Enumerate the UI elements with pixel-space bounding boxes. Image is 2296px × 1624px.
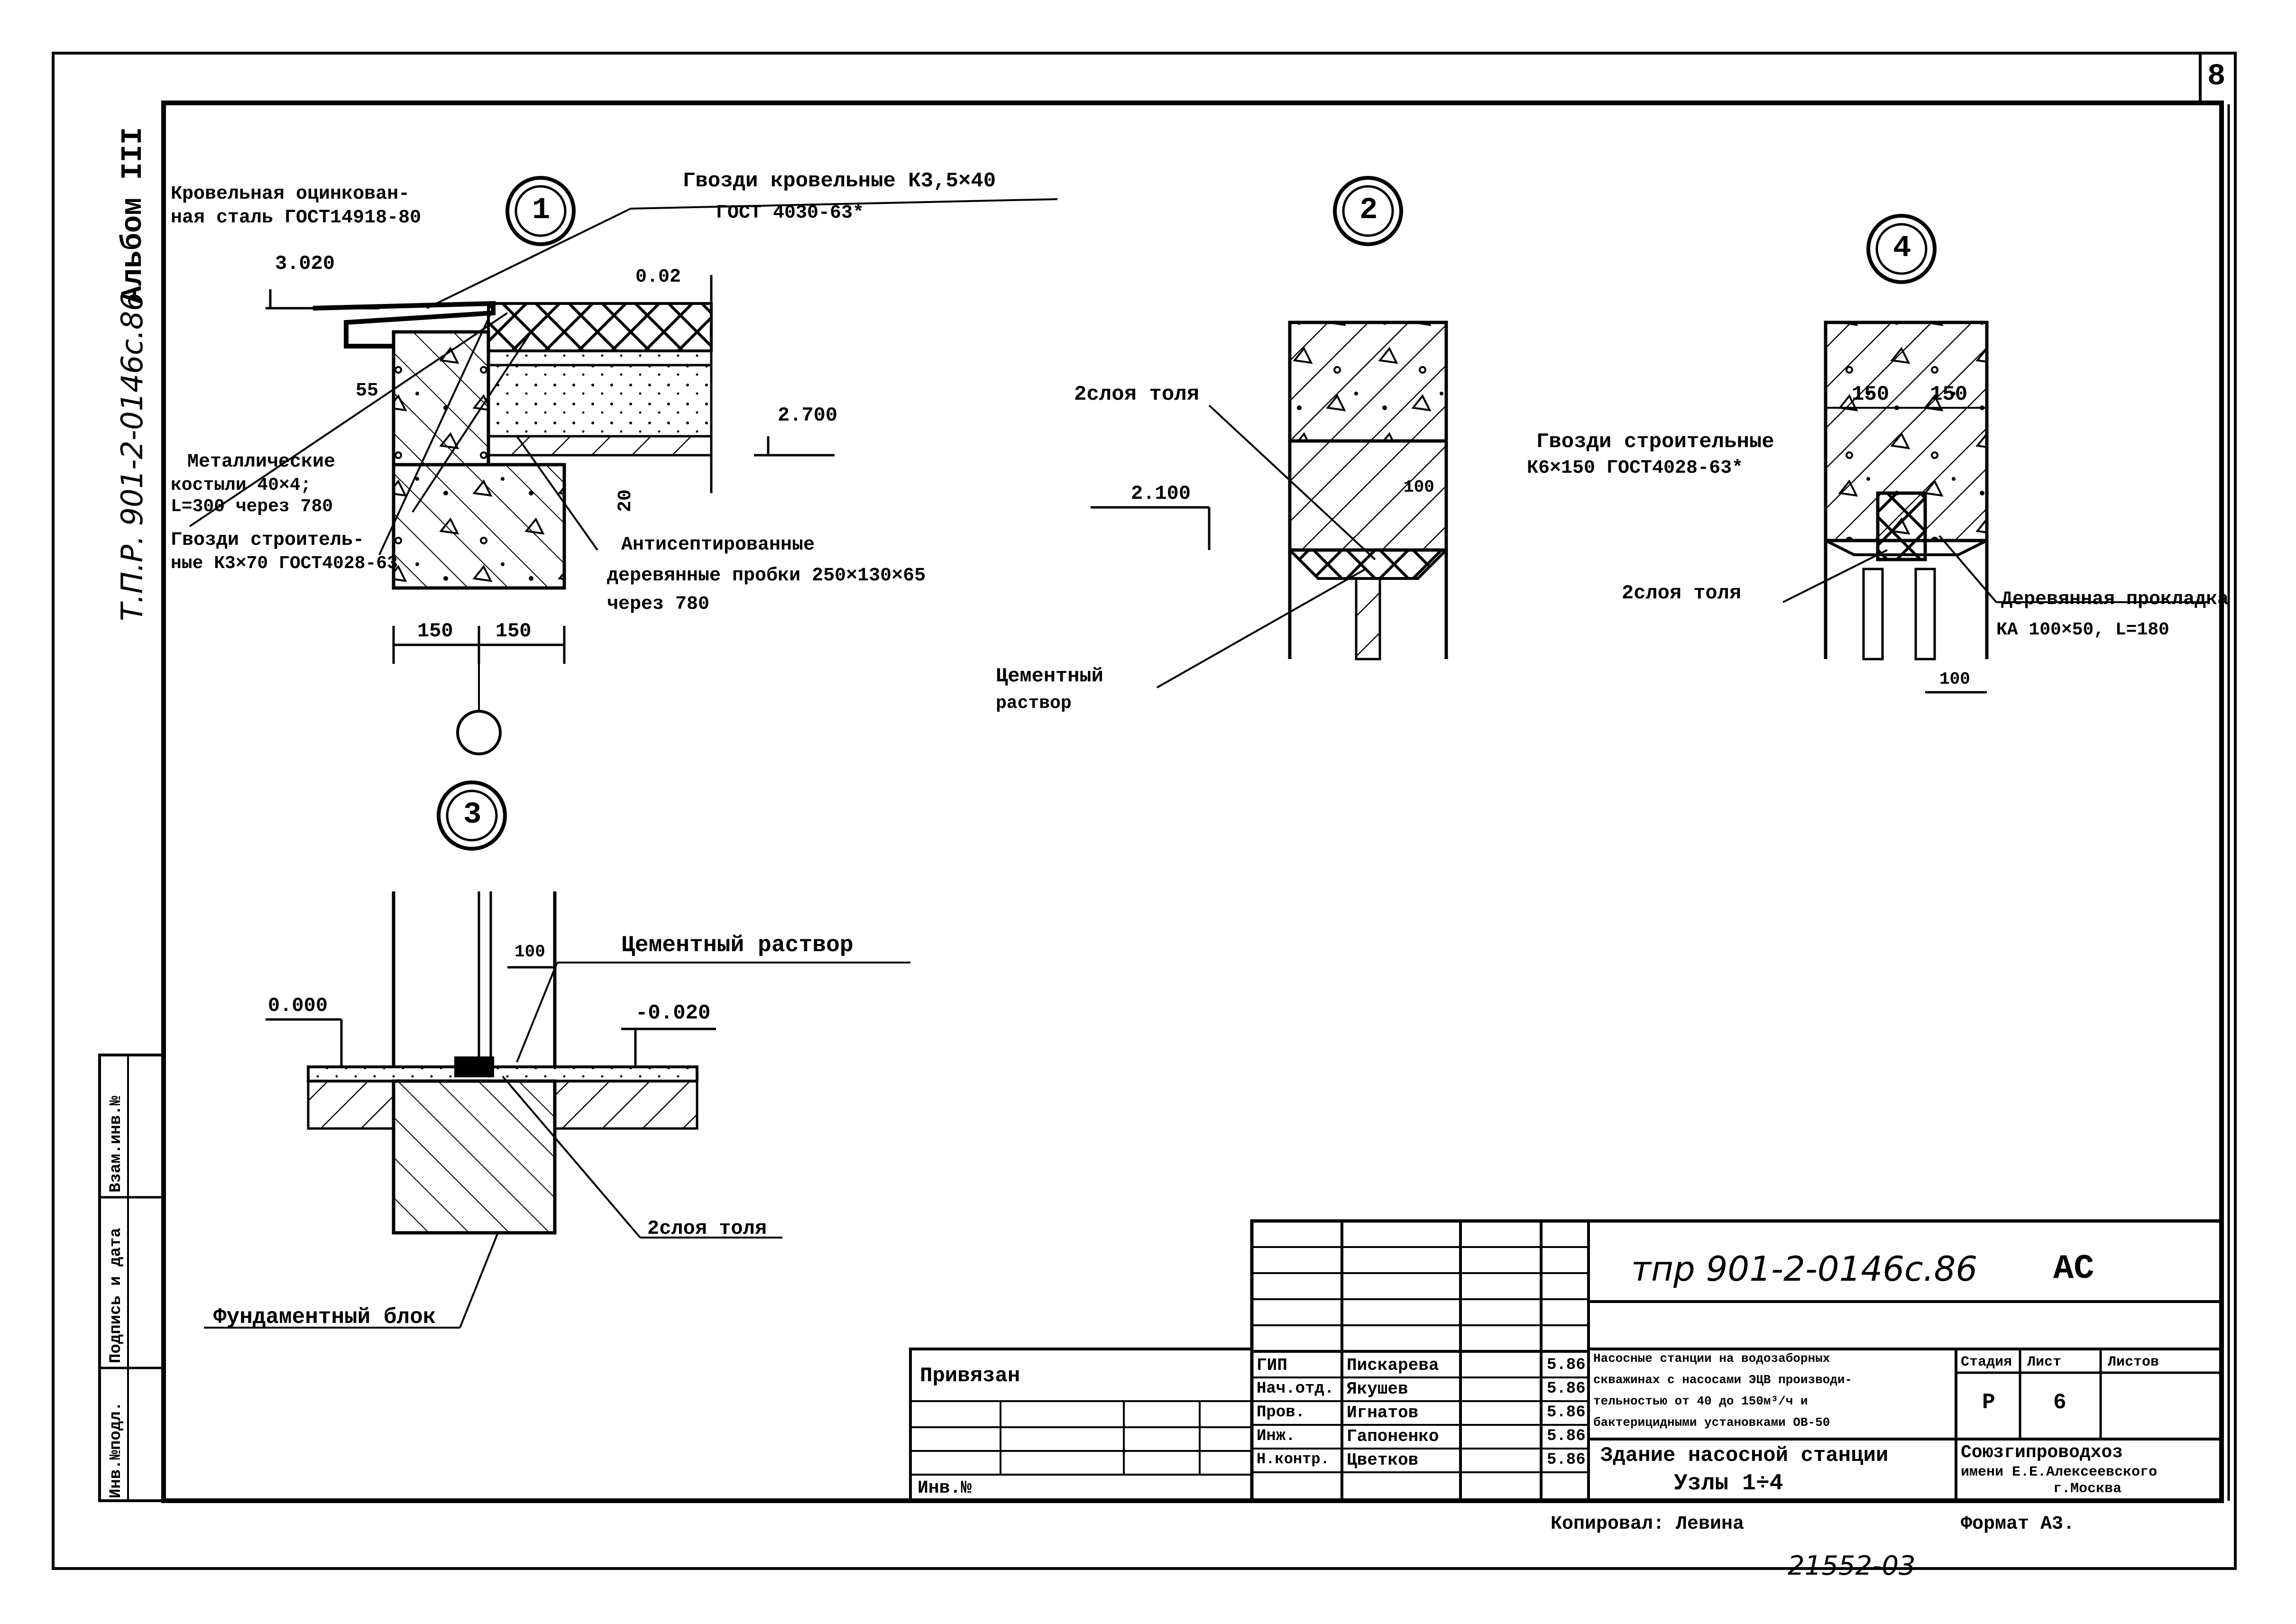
name-4: Гапоненко: [1347, 1427, 1439, 1446]
album-label: Альбом III: [116, 127, 150, 303]
node-3-dim-100: 100: [514, 942, 545, 962]
node-3-marker: 3: [463, 798, 482, 832]
node-4-dim-b: 150: [1930, 383, 1968, 406]
desc-1: Насосные станции на водозаборных: [1593, 1351, 1830, 1366]
node-3-graphics: [204, 780, 910, 1329]
org-3: г.Москва: [2053, 1481, 2122, 1497]
side-project-code: Т.П.Р. 901-2-0146с.86: [115, 292, 149, 621]
format: Формат А3.: [1961, 1514, 2075, 1535]
copied-by: Копировал: Левина: [1551, 1514, 1745, 1535]
sheet-label: Лист: [2027, 1354, 2062, 1370]
node-1-dim-left: 150: [417, 620, 453, 642]
node-1-roof-nails-2: ГОСТ 4030-63*: [716, 202, 864, 224]
inventory-number: 21552-03: [1788, 1551, 1916, 1581]
node-4-dim-100: 100: [1939, 670, 1970, 689]
node-1-anchors-1: Металлические: [187, 451, 336, 473]
node-2-level: 2.100: [1131, 482, 1191, 505]
stage-value: Р: [1982, 1390, 1995, 1415]
node-1-antiseptic-3: через 780: [607, 594, 710, 615]
role-engineer: Инж.: [1257, 1427, 1295, 1445]
name-3: Игнатов: [1347, 1403, 1419, 1422]
node-1-roof-steel-1: Кровельная оцинкован-: [171, 184, 410, 205]
title-code: тпр 901-2-0146с.86: [1631, 1249, 1978, 1289]
node-3-foundation-block: Фундаментный блок: [213, 1305, 436, 1330]
node-1-build-nails-2: ные К3×70 ГОСТ4028-63: [171, 553, 398, 574]
node-4-nails-1: Гвозди строительные: [1536, 430, 1774, 454]
date-1: 5.86: [1547, 1356, 1586, 1374]
node-4-nails-2: К6×150 ГОСТ4028-63*: [1527, 458, 1744, 479]
node-1-dim-right: 150: [496, 620, 532, 642]
sheet-value: 6: [2053, 1390, 2066, 1415]
node-1-slope: 0.02: [635, 266, 681, 288]
node-4-dim-a: 150: [1852, 383, 1890, 406]
side-stamp-replace: Взам.инв.№: [107, 1095, 125, 1193]
role-norm-control: Н.контр.: [1257, 1450, 1330, 1468]
org-2: имени Е.Е.Алексеевского: [1961, 1464, 2158, 1480]
stage-label: Стадия: [1961, 1354, 2012, 1370]
node-1-antiseptic-2: деревянные пробки 250×130×65: [607, 565, 926, 587]
node-3-two-layers: 2слоя толя: [647, 1217, 767, 1240]
name-5: Цветков: [1347, 1450, 1419, 1470]
desc-4: бактерицидными установками ОВ-50: [1593, 1415, 1830, 1430]
node-1-antiseptic-1: Антисептированные: [621, 534, 815, 556]
role-gip: ГИП: [1257, 1356, 1287, 1375]
node-3-level-minus: -0.020: [635, 1001, 711, 1025]
page-number: 8: [2207, 60, 2226, 94]
date-3: 5.86: [1547, 1404, 1586, 1422]
node-4-graphics: [1782, 214, 2210, 694]
title-block-lines: [909, 1219, 2223, 1503]
name-1: Пискарева: [1347, 1356, 1439, 1375]
node-2-cement-1: Цементный: [996, 665, 1103, 688]
node-1-level-2700: 2.700: [778, 404, 838, 427]
node-1-build-nails-1: Гвозди строитель-: [171, 530, 365, 551]
node-2-marker: 2: [1359, 193, 1378, 228]
node-3-level-zero: 0.000: [268, 994, 328, 1017]
node-4-wood-pad-2: КА 100×50, L=180: [1996, 620, 2169, 640]
node-3-cement: Цементный раствор: [621, 933, 854, 958]
side-stamp-sign: Подпись и дата: [107, 1228, 125, 1363]
sheets-label: Листов: [2108, 1354, 2159, 1370]
org-1: Союзгипроводхоз: [1961, 1442, 2123, 1463]
node-1-roof-nails-1: Гвозди кровельные К3,5×40: [683, 169, 996, 193]
node-1-dim-20: 20: [615, 489, 636, 512]
node-2-dim-100: 100: [1404, 477, 1434, 497]
node-1-level-top: 3.020: [275, 252, 335, 275]
node-1-graphics: [189, 176, 1058, 755]
node-2-cement-2: раствор: [996, 693, 1072, 714]
desc-2: скважинах с насосами ЭЦВ производи-: [1593, 1373, 1853, 1387]
sheet-title-2: Узлы 1÷4: [1674, 1471, 1783, 1496]
node-1-anchors-3: L=300 через 780: [171, 496, 333, 517]
date-4: 5.86: [1547, 1427, 1586, 1445]
role-head-dept: Нач.отд.: [1257, 1380, 1334, 1398]
title-privyazan: Привязан: [920, 1364, 1020, 1388]
date-2: 5.86: [1547, 1380, 1586, 1398]
node-1-roof-steel-2: ная сталь ГОСТ14918-80: [171, 207, 422, 229]
node-2-graphics: [1091, 176, 1448, 688]
node-1-dim-55: 55: [356, 380, 379, 402]
node-1-anchors-2: костыли 40×4;: [171, 475, 312, 495]
role-checked: Пров.: [1257, 1404, 1305, 1422]
desc-3: тельностью от 40 до 150м³/ч и: [1593, 1394, 1808, 1408]
date-5: 5.86: [1547, 1451, 1586, 1469]
side-stamp-inv: Инв.№подл.: [107, 1401, 125, 1498]
node-4-marker: 4: [1893, 231, 1911, 266]
node-1-marker: 1: [532, 193, 551, 228]
node-2-two-layers: 2слоя толя: [1074, 383, 1200, 406]
title-mark: АС: [2053, 1249, 2094, 1288]
title-inv: Инв.№: [918, 1478, 972, 1498]
node-4-wood-pad-1: Деревянная прокладка: [2001, 589, 2229, 610]
node-4-two-layers: 2слоя толя: [1622, 582, 1742, 605]
name-2: Якушев: [1347, 1379, 1408, 1399]
sheet-title-1: Здание насосной станции: [1600, 1444, 1889, 1468]
